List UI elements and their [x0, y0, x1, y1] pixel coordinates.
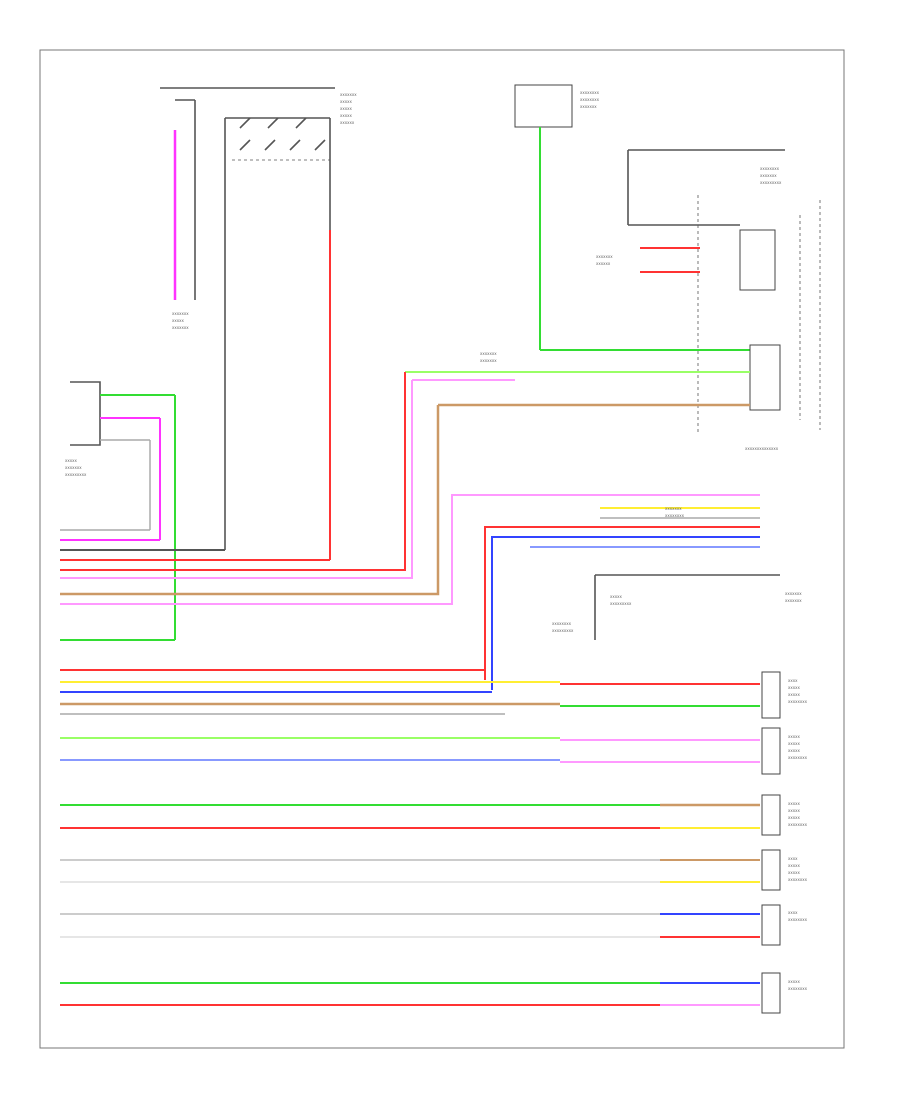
- svg-text:xxxxxxx: xxxxxxx: [65, 465, 82, 470]
- svg-text:xxxxx: xxxxx: [788, 870, 800, 875]
- bus-lines-upper: [60, 372, 760, 641]
- switch-assembly: xxxxxxx xxxxx xxxxx xxxxx xxxxxx xxxxxxx…: [160, 87, 357, 560]
- svg-text:xxxxxxx: xxxxxxx: [785, 598, 802, 603]
- svg-text:xxxx: xxxx: [788, 856, 798, 861]
- svg-text:xxxxx: xxxxx: [172, 318, 184, 323]
- svg-text:xxxxxxx: xxxxxxx: [760, 173, 777, 178]
- lower-group-4: [60, 849, 781, 891]
- svg-text:xxxxx: xxxxx: [340, 106, 352, 111]
- svg-text:xxxxx: xxxxx: [788, 748, 800, 753]
- svg-text:xxxxxxxxx: xxxxxxxxx: [760, 180, 782, 185]
- component-labels: xxxx xxxxx xxxxx xxxxxxxx xxxxx xxxxx xx…: [788, 678, 808, 991]
- svg-text:xxxxxxx: xxxxxxx: [172, 311, 189, 316]
- lower-group-1: [60, 669, 781, 719]
- lower-group-3: [60, 794, 781, 836]
- svg-text:xxxxx: xxxxx: [788, 692, 800, 697]
- svg-text:xxxxxxxxx: xxxxxxxxx: [65, 472, 87, 477]
- svg-text:xxxxxxxx: xxxxxxxx: [760, 166, 780, 171]
- svg-text:xxxxx: xxxxx: [788, 863, 800, 868]
- svg-text:xxxxxx: xxxxxx: [596, 261, 611, 266]
- svg-text:xxxxxxxx: xxxxxxxx: [788, 986, 808, 991]
- svg-text:xxxxx: xxxxx: [340, 99, 352, 104]
- svg-text:xxxxxxxx: xxxxxxxx: [788, 755, 808, 760]
- svg-text:xxxxxxxx: xxxxxxxx: [665, 513, 685, 518]
- svg-text:xxxxxxx: xxxxxxx: [580, 104, 597, 109]
- diagram-frame: [39, 49, 845, 1049]
- svg-text:xxxxxxxx: xxxxxxxx: [788, 917, 808, 922]
- svg-text:xxxxx: xxxxx: [788, 734, 800, 739]
- svg-text:xxxxxxxx: xxxxxxxx: [580, 90, 600, 95]
- svg-text:xxxxx: xxxxx: [788, 815, 800, 820]
- lower-group-5: [60, 904, 781, 946]
- svg-text:xxxx: xxxx: [788, 910, 798, 915]
- svg-text:xxxxx: xxxxx: [788, 801, 800, 806]
- svg-text:xxxxx: xxxxx: [340, 113, 352, 118]
- svg-text:xxxxxxxx: xxxxxxxx: [788, 822, 808, 827]
- svg-text:xxxxxxxx: xxxxxxxx: [552, 621, 572, 626]
- svg-text:xxxxx: xxxxx: [610, 594, 622, 599]
- svg-text:xxxxx: xxxxx: [788, 979, 800, 984]
- svg-text:xxxxxxxxx: xxxxxxxxx: [610, 601, 632, 606]
- right-connector-stack: xxxxxxx xxxxxxxx xxxxx xxxxxxxxx xxxxxxx…: [484, 506, 802, 690]
- svg-text:xxxxx: xxxxx: [788, 741, 800, 746]
- lower-group-6: [60, 972, 781, 1014]
- right-module: xxxxxxxx xxxxxxx xxxxxxxxx xxxxxxx xxxxx…: [596, 149, 821, 451]
- lower-group-2: [60, 727, 781, 775]
- top-module: xxxxxxxx xxxxxxxx xxxxxxx: [514, 84, 750, 351]
- svg-text:xxxxxxx: xxxxxxx: [340, 92, 357, 97]
- svg-text:xxxxxxxx: xxxxxxxx: [788, 877, 808, 882]
- svg-text:xxxxxxx: xxxxxxx: [785, 591, 802, 596]
- svg-text:xxxxxx: xxxxxx: [340, 120, 355, 125]
- mid-connector: xxxxxxx xxxxxxx: [405, 351, 750, 407]
- svg-text:xxxxxxxxx: xxxxxxxxx: [552, 628, 574, 633]
- svg-text:xxxxxxx: xxxxxxx: [665, 506, 682, 511]
- svg-text:xxxxxxx: xxxxxxx: [480, 358, 497, 363]
- svg-text:xxxxxxxx: xxxxxxxx: [788, 699, 808, 704]
- svg-text:xxxxxxx: xxxxxxx: [480, 351, 497, 356]
- left-module: xxxxx xxxxxxx xxxxxxxxx: [65, 381, 176, 640]
- svg-text:xxxx: xxxx: [788, 678, 798, 683]
- svg-text:xxxxxxx: xxxxxxx: [172, 325, 189, 330]
- svg-text:xxxxxxxx: xxxxxxxx: [580, 97, 600, 102]
- svg-text:xxxxx: xxxxx: [788, 808, 800, 813]
- svg-text:xxxxx: xxxxx: [65, 458, 77, 463]
- svg-text:xxxxxxx: xxxxxxx: [596, 254, 613, 259]
- svg-text:xxxxx: xxxxx: [788, 685, 800, 690]
- svg-text:xxxxxxxxxxxxxx: xxxxxxxxxxxxxx: [745, 446, 779, 451]
